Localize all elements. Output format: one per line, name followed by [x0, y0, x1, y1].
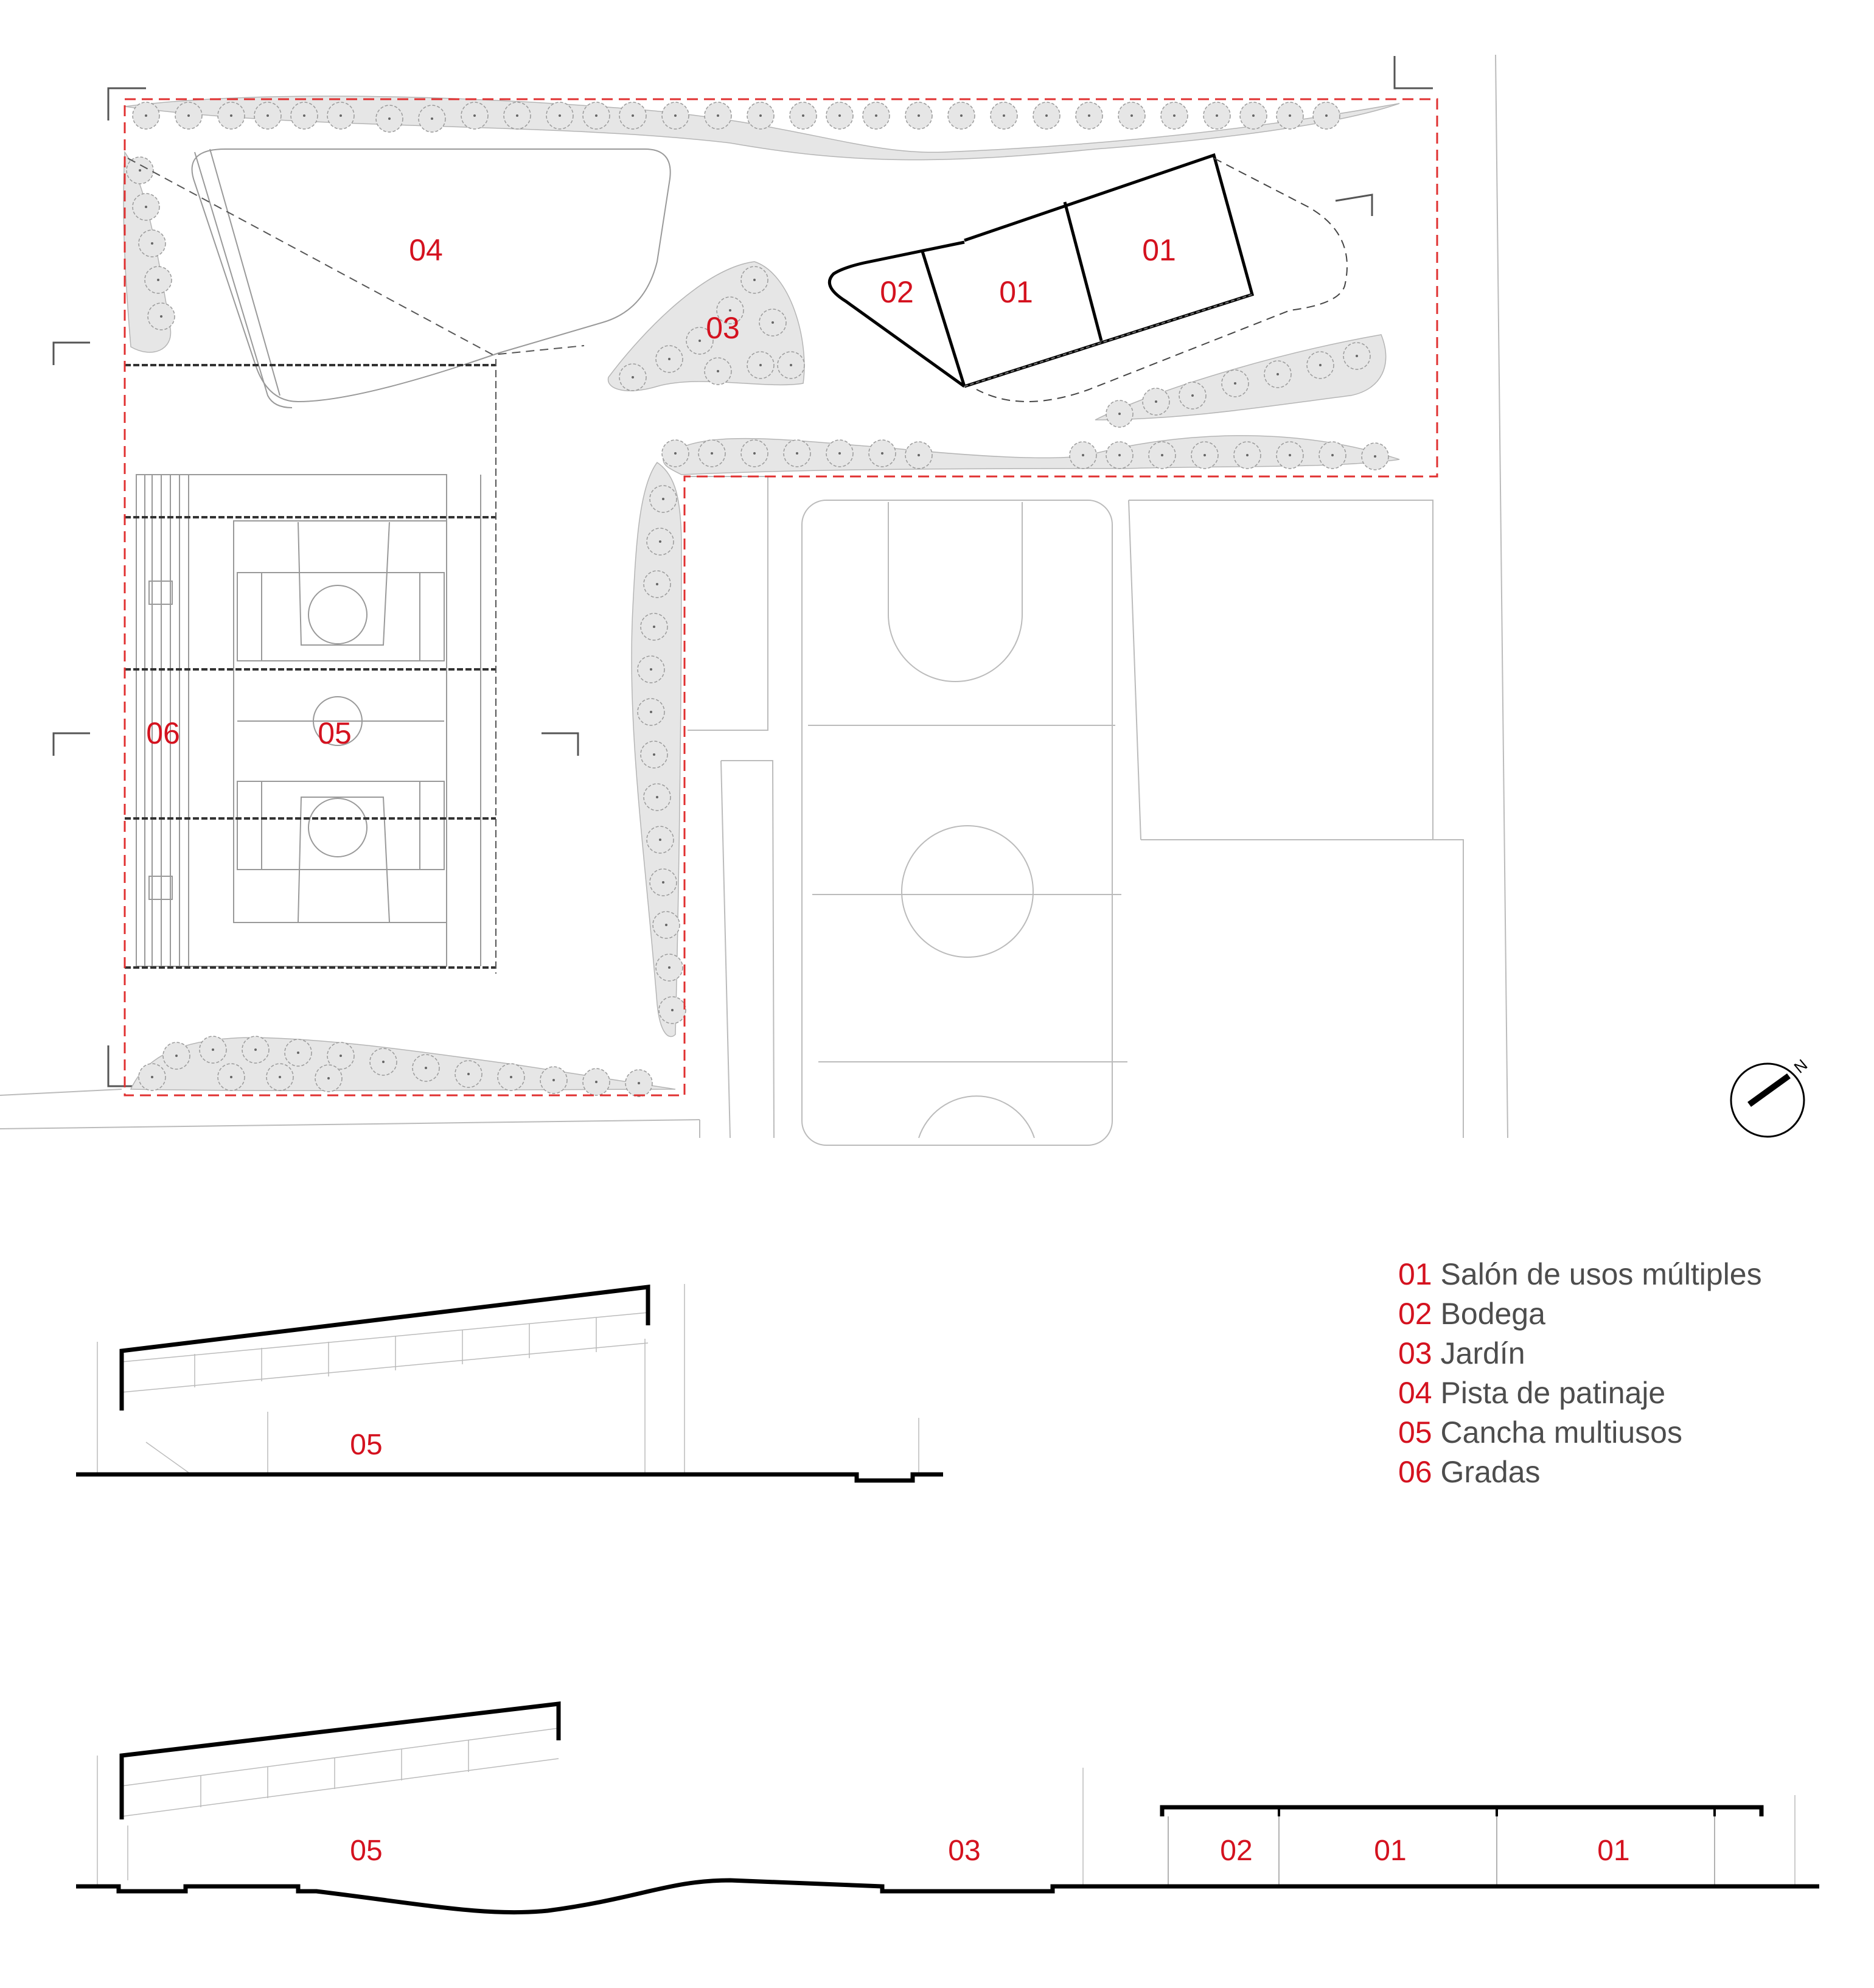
section-b-label-02: 02	[1220, 1835, 1252, 1867]
site-plan: 04 03 02 01 01 06 05 N	[0, 54, 1811, 1146]
context-lines	[0, 54, 1508, 1146]
zone-label-02: 02	[880, 275, 914, 309]
zone-label-01a: 01	[999, 275, 1033, 309]
section-b-label-03: 03	[948, 1835, 980, 1867]
section-b-label-01a: 01	[1374, 1835, 1406, 1867]
legend-item: 04 Pista de patinaje	[1398, 1373, 1762, 1413]
legend-text: Cancha multiusos	[1440, 1415, 1682, 1449]
legend-text: Salón de usos múltiples	[1440, 1257, 1762, 1291]
legend-item: 06 Gradas	[1398, 1453, 1762, 1492]
section-a-label-05: 05	[350, 1429, 382, 1461]
legend-text: Jardín	[1440, 1336, 1525, 1370]
zone-label-06: 06	[146, 716, 180, 750]
zone-label-03: 03	[706, 311, 740, 345]
corner-marks	[52, 56, 1433, 1087]
hall-building	[827, 153, 1348, 402]
trees	[126, 102, 1389, 1097]
legend-number: 02	[1398, 1297, 1432, 1331]
vegetation-areas	[123, 96, 1400, 1091]
zone-label-04: 04	[409, 233, 443, 267]
section-a: 05	[76, 1284, 943, 1483]
legend-text: Pista de patinaje	[1440, 1376, 1666, 1410]
legend: 01 Salón de usos múltiples 02 Bodega 03 …	[1398, 1255, 1762, 1492]
legend-item: 02 Bodega	[1398, 1294, 1762, 1334]
north-arrow: N	[1730, 1056, 1811, 1138]
legend-number: 06	[1398, 1455, 1432, 1489]
legend-text: Gradas	[1440, 1455, 1541, 1489]
legend-number: 04	[1398, 1376, 1432, 1410]
legend-number: 05	[1398, 1415, 1432, 1449]
section-b: 05 03 02 01 01	[76, 1701, 1819, 1915]
section-b-label-05: 05	[350, 1835, 382, 1867]
legend-item: 03 Jardín	[1398, 1334, 1762, 1373]
court-area	[136, 474, 481, 967]
zone-label-05: 05	[318, 716, 352, 750]
legend-item: 01 Salón de usos múltiples	[1398, 1255, 1762, 1294]
legend-number: 01	[1398, 1257, 1432, 1291]
legend-item: 05 Cancha multiusos	[1398, 1413, 1762, 1453]
legend-text: Bodega	[1440, 1297, 1545, 1331]
skate-track	[191, 148, 671, 408]
project-boundary	[124, 98, 1438, 1097]
court-roof-beams	[125, 364, 496, 969]
zone-label-01b: 01	[1142, 233, 1176, 267]
section-b-label-01b: 01	[1597, 1835, 1629, 1867]
legend-number: 03	[1398, 1336, 1432, 1370]
